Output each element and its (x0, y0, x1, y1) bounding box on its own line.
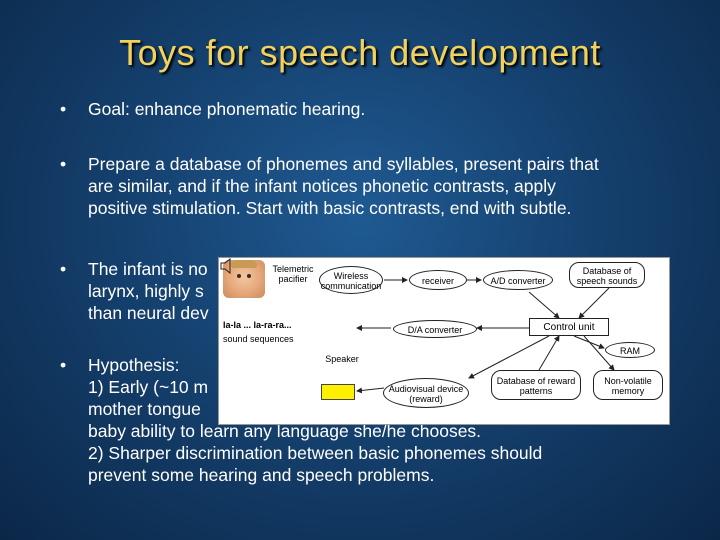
box-ram: RAM (605, 342, 655, 358)
bullet-database: • Prepare a database of phonemes and syl… (60, 153, 599, 219)
slide-title: Toys for speech development (119, 32, 601, 73)
speaker-icon (220, 258, 231, 274)
bullet-infant: • The infant is no larynx, highly s than… (60, 258, 209, 324)
box-control-unit: Control unit (529, 318, 609, 336)
bullet-dot: • (60, 355, 67, 375)
box-ad-converter: A/D converter (483, 270, 553, 290)
arrow-control-memory (583, 335, 615, 371)
box-nonvolatile-memory: Non-volatile memory (593, 370, 663, 400)
box-wireless: Wireless communication (319, 266, 383, 294)
box-speech-db: Database of speech sounds (569, 262, 645, 288)
bullet-line: Hypothesis: (88, 355, 180, 375)
arrow-control-audiovisual (468, 335, 550, 379)
label-speaker: Speaker (325, 354, 359, 364)
bullet-line: are similar, and if the infant notices p… (88, 176, 556, 196)
bullet-line: than neural dev (88, 303, 209, 323)
bullet-hypothesis: • Hypothesis: 1) Early (~10 m mother ton… (60, 354, 542, 486)
bullet-line: baby ability to learn any language she/h… (88, 421, 482, 441)
bullet-line: 2) Sharper discrimination between basic … (88, 443, 543, 463)
bullet-line: positive stimulation. Start with basic c… (88, 198, 572, 218)
bullet-line: larynx, highly s (88, 281, 204, 301)
arrow-audiovisual-light (356, 387, 385, 394)
bullet-line: The infant is no (88, 259, 208, 279)
arrow-db-control (578, 287, 610, 319)
diagram-connectors (356, 277, 615, 394)
bullet-line: Goal: enhance phonematic hearing. (88, 99, 366, 119)
arrow-ad-control (528, 291, 560, 319)
label-pacifier: Telemetric pacifier (272, 264, 314, 284)
label-sounds: la-la ... la-ra-ra... (223, 320, 292, 330)
box-audiovisual: Audiovisual device (reward) (383, 378, 469, 408)
bullet-line: mother tongue (88, 399, 201, 419)
box-receiver: receiver (409, 270, 467, 290)
bullet-goal: • Goal: enhance phonematic hearing. (60, 98, 365, 120)
box-da-converter: D/A converter (393, 320, 477, 338)
baby-photo-icon (223, 260, 265, 298)
bullet-dot: • (60, 154, 67, 174)
bullet-dot: • (60, 259, 67, 279)
speech-toy-diagram: Telemetric pacifier Wireless communicati… (218, 257, 670, 425)
arrow-reward-control (538, 335, 560, 371)
bullet-line: prevent some hearing and speech problems… (88, 465, 435, 485)
reward-light-icon (321, 384, 355, 400)
bullet-line: Prepare a database of phonemes and sylla… (88, 154, 599, 174)
bullet-line: 1) Early (~10 m (88, 377, 209, 397)
label-sound-sequences: sound sequences (223, 334, 294, 344)
bullet-dot: • (60, 99, 67, 119)
box-reward-db: Database of reward patterns (491, 370, 581, 400)
